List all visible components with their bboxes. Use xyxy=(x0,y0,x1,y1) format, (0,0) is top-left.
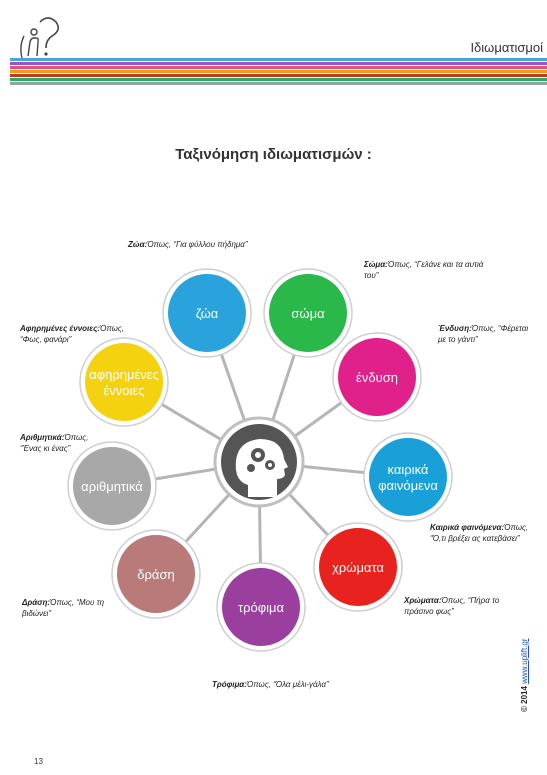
annotation-afirimenes: Αφηρημένες έννοιες:Όπως, “Φως, φανάρι” xyxy=(20,324,124,344)
annotation-trofima: Τρόφιμα:Όπως, “Όλα μέλι-γάλα” xyxy=(212,680,329,689)
node-label: αφηρημένες xyxy=(89,367,159,382)
category-node: ζώα xyxy=(162,268,252,358)
node-label: έννοιες xyxy=(104,383,145,398)
node-circle xyxy=(319,528,397,606)
category-node: τρόφιμα xyxy=(216,562,306,652)
node-label: δράση xyxy=(137,567,174,582)
node-circle xyxy=(222,568,300,646)
annotation-endysi: Ένδυση:Όπως, “Φέρεται με το γάντι” xyxy=(438,324,529,344)
category-node: δράση xyxy=(111,529,201,619)
node-label: ζώα xyxy=(196,306,219,321)
stripe xyxy=(10,70,547,73)
header-stripes xyxy=(10,58,547,88)
stripe xyxy=(10,74,547,77)
node-label: χρώματα xyxy=(332,560,384,575)
annotation-kairika: Καιρικά φαινόμενα:Όπως, “Ό,τι βρέξει ας … xyxy=(430,523,529,543)
node-circle xyxy=(269,274,347,352)
annotation-xromata: Χρώματα:Όπως, “Πήρα το πράσινο φως” xyxy=(404,596,500,616)
copyright: © 2014 xyxy=(520,686,529,712)
stripe xyxy=(10,62,547,65)
node-circle xyxy=(338,338,416,416)
node-label: ένδυση xyxy=(356,370,398,385)
node-label: σώμα xyxy=(291,306,325,321)
node-circle xyxy=(73,447,151,525)
node-circle xyxy=(168,274,246,352)
page-title: Ταξινόμηση ιδιωματισμών : xyxy=(175,146,372,163)
category-node: αριθμητικά xyxy=(67,441,157,531)
node-label: αριθμητικά xyxy=(81,479,143,494)
stripe xyxy=(10,78,547,81)
logo-icon xyxy=(20,17,60,59)
node-circle xyxy=(85,343,163,421)
head-gears-icon xyxy=(235,439,288,497)
website-link[interactable]: www.uplift.gr xyxy=(520,638,529,684)
stripe xyxy=(10,82,547,85)
category-node: σώμα xyxy=(263,268,353,358)
page-number: 13 xyxy=(34,757,43,766)
annotation-drasi: Δράση:Όπως, “Μου τη βιδώνει” xyxy=(22,598,105,618)
node-label: φαινόμενα xyxy=(378,478,438,493)
annotation-zoa: Ζώα:Όπως, “Για φύλλου πήδημα” xyxy=(128,240,248,249)
center-node xyxy=(213,416,305,508)
copyright-url: © 2014 www.uplift.gr xyxy=(520,612,532,712)
category-node: χρώματα xyxy=(313,522,403,612)
category-node: ένδυση xyxy=(332,332,422,422)
header-title: Ιδιωματισμοί xyxy=(470,40,543,55)
node-circle xyxy=(369,438,447,516)
stripe xyxy=(10,58,547,61)
node-label: τρόφιμα xyxy=(238,600,285,615)
annotation-arithmitika: Αριθμητικά:Όπως, “Ένας κι ένας” xyxy=(20,433,89,453)
node-label: καιρικά xyxy=(388,462,429,477)
stripe xyxy=(10,66,547,69)
node-circle xyxy=(117,535,195,613)
annotation-soma: Σώμα:Όπως, “Γελάνε και τα αυτιά του” xyxy=(364,260,484,280)
